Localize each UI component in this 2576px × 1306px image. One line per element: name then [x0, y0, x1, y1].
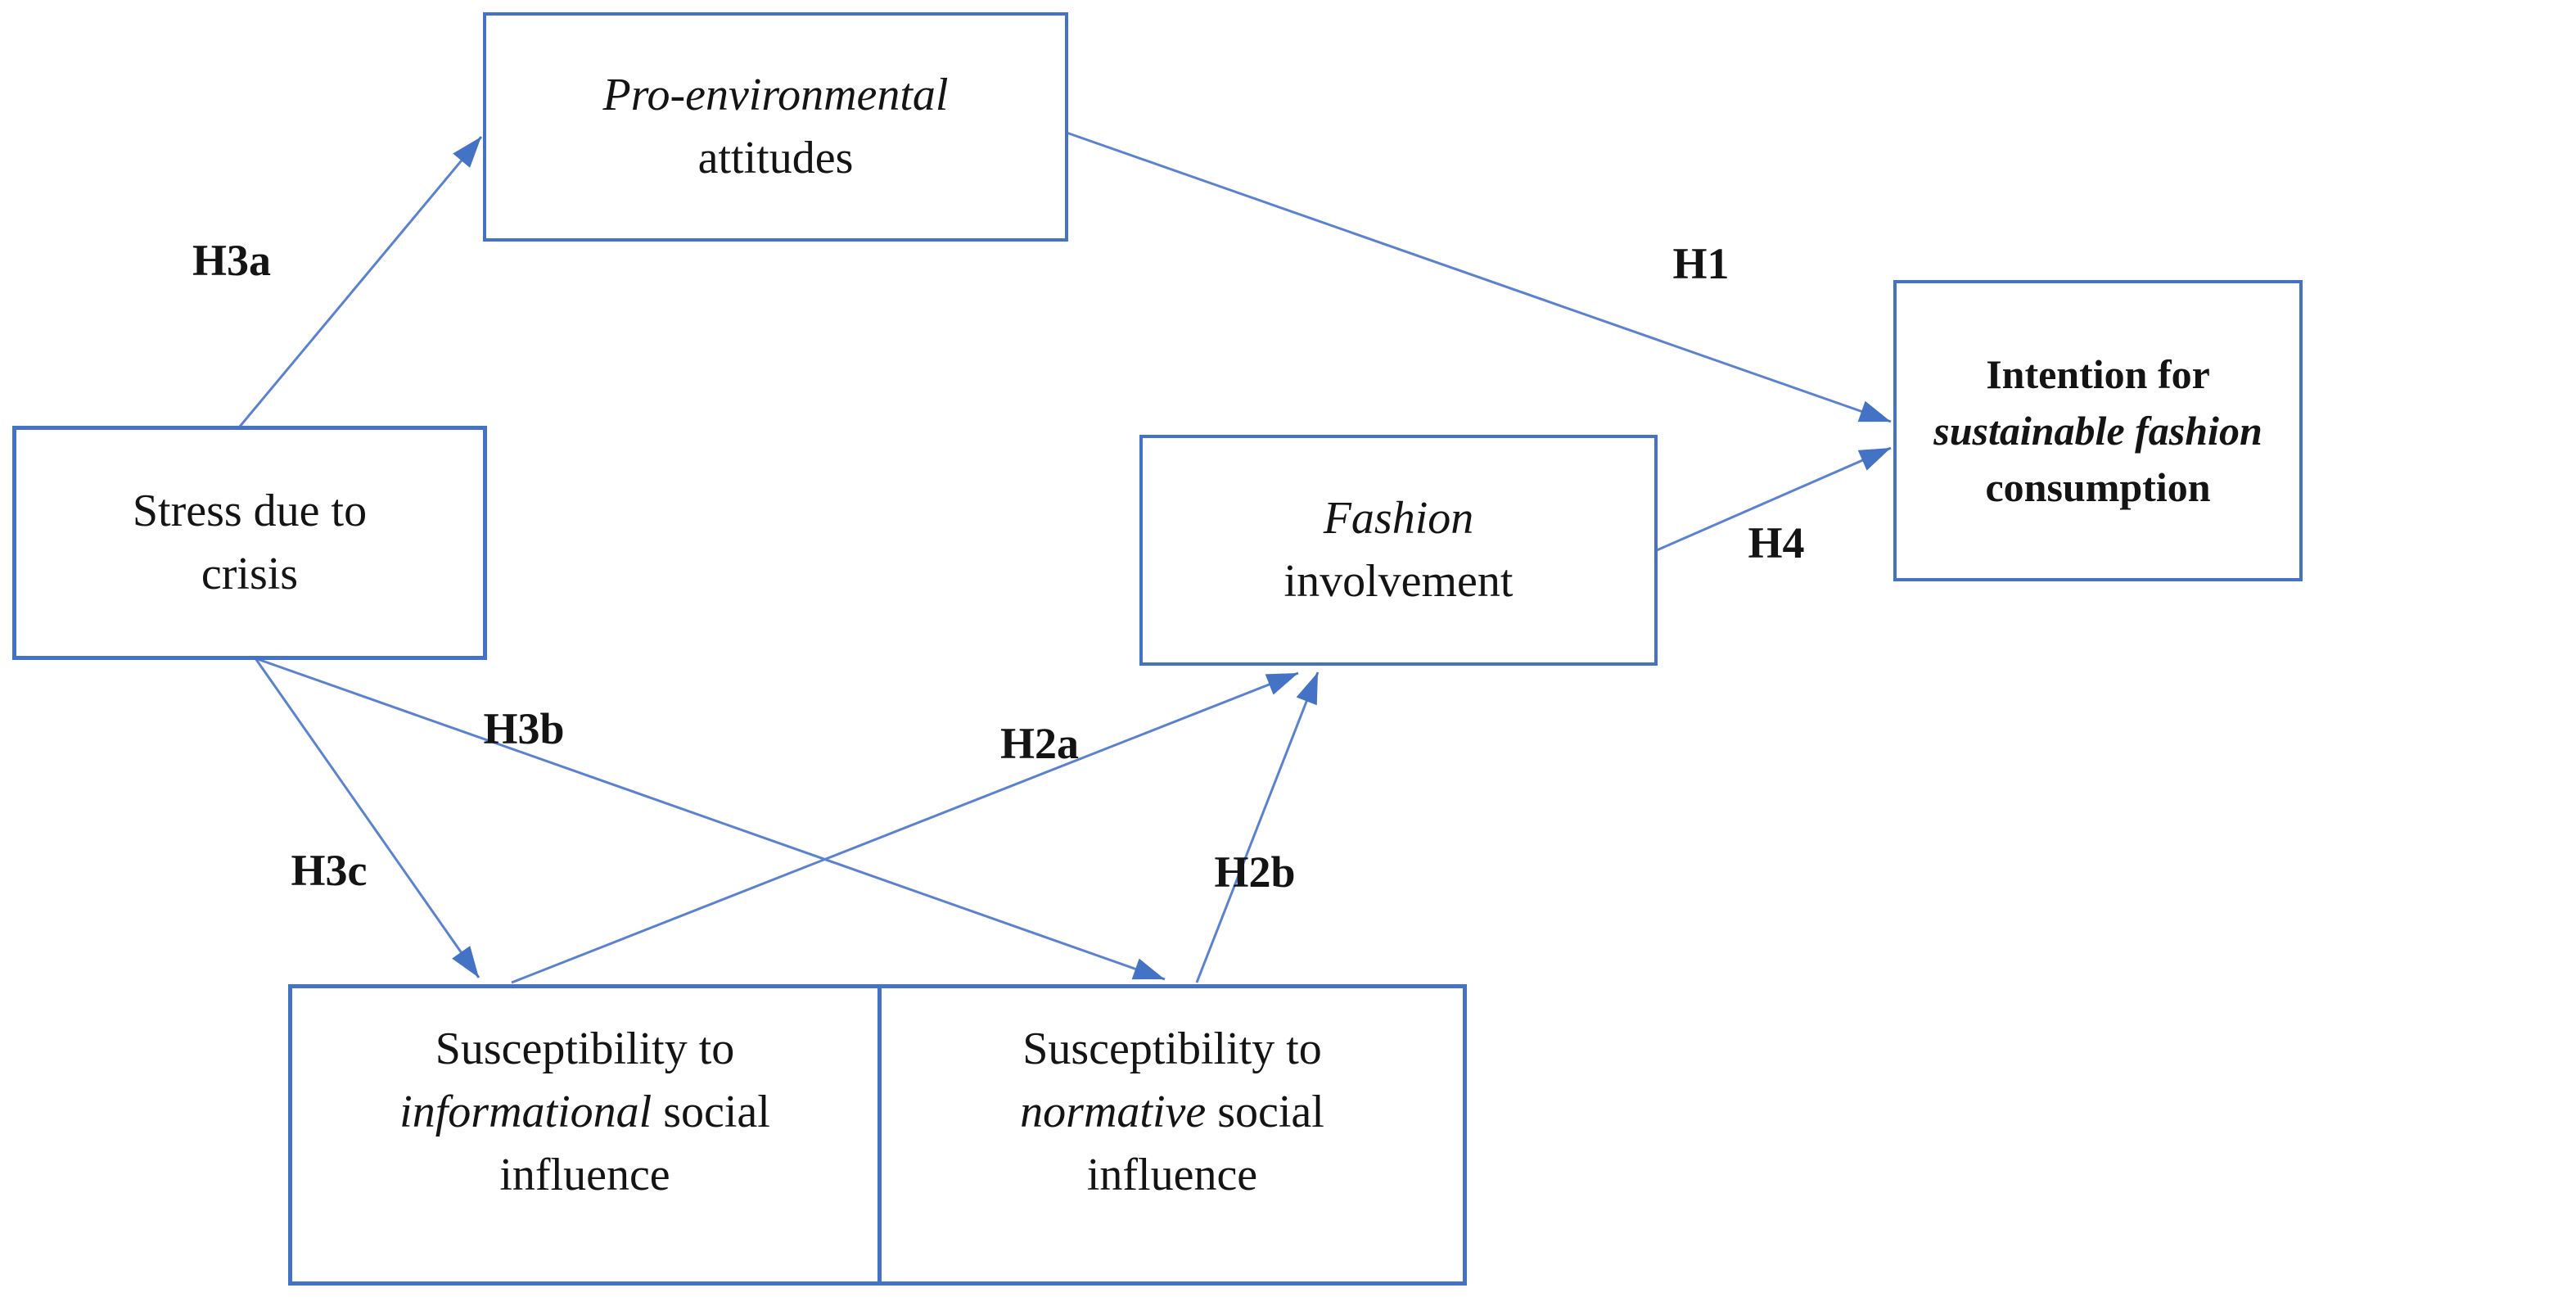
node-text: Fashion	[1323, 492, 1474, 544]
edge-h2a-arrowhead	[1265, 673, 1298, 695]
node-text: attitudes	[697, 133, 854, 183]
node-text-line: involvement	[1284, 550, 1514, 613]
node-text: normative	[1020, 1086, 1207, 1137]
node-text: Pro-environmental	[602, 69, 949, 120]
node-text-line: consumption	[1985, 459, 2210, 516]
edge-label-h3c: H3c	[291, 846, 368, 895]
edge-h4-line	[1656, 446, 1892, 552]
node-stress-due-to-crisis: Stress due to crisis	[12, 426, 487, 660]
node-susceptibility-normative-social-influence: Susceptibility to normative social influ…	[882, 984, 1467, 1286]
edge-h2a-line	[511, 671, 1299, 984]
node-text-line: Pro-environmental	[603, 64, 949, 127]
edge-label-h1: H1	[1672, 239, 1730, 288]
node-text-line: Intention for	[1986, 346, 2210, 403]
node-text: involvement	[1283, 556, 1514, 607]
node-text: sustainable fashion	[1933, 407, 2262, 454]
node-text-line: Stress due to	[133, 480, 367, 543]
edge-h1-arrowhead	[1857, 400, 1891, 423]
node-text: social	[652, 1086, 770, 1137]
edge-h2b-line	[1195, 671, 1320, 983]
edge-label-h3b: H3b	[483, 704, 565, 753]
node-text: Susceptibility to	[1022, 1023, 1322, 1074]
node-text: Stress due to	[132, 485, 368, 536]
node-text: influence	[1086, 1150, 1258, 1201]
edge-label-h3a: H3a	[192, 236, 272, 285]
edge-label-h2a: H2a	[999, 719, 1080, 768]
node-intention-sustainable-fashion-consumption: Intention for sustainable fashion consum…	[1893, 280, 2303, 581]
node-text-line: Fashion	[1324, 487, 1474, 550]
node-text: consumption	[1985, 463, 2211, 510]
node-susceptibility-informational-social-influence: Susceptibility to informational social i…	[288, 984, 882, 1286]
edge-h3a-arrowhead	[453, 137, 481, 168]
node-pro-environmental-attitudes: Pro-environmental attitudes	[483, 12, 1068, 242]
node-text-line: sustainable fashion	[1933, 403, 2262, 459]
node-text: influence	[499, 1150, 670, 1201]
node-text-line: crisis	[201, 543, 298, 606]
node-text-line: influence	[1087, 1144, 1257, 1207]
node-fashion-involvement: Fashion involvement	[1139, 435, 1658, 666]
node-text-line: Susceptibility to	[435, 1018, 735, 1081]
edge-h3a-line	[237, 136, 483, 428]
node-text: crisis	[201, 549, 299, 599]
edge-h3c-line	[254, 658, 480, 978]
node-text: informational	[399, 1086, 652, 1137]
edge-h1-line	[1066, 131, 1892, 423]
node-text-line: influence	[499, 1144, 670, 1207]
edge-h2b-arrowhead	[1296, 672, 1318, 706]
node-text-line: normative social	[1020, 1081, 1324, 1144]
node-text-line: Susceptibility to	[1022, 1018, 1322, 1081]
node-text-line: informational social	[399, 1081, 770, 1144]
node-text: Intention for	[1986, 350, 2210, 397]
node-text: Susceptibility to	[435, 1023, 735, 1074]
node-text: social	[1206, 1086, 1324, 1137]
node-text-line: attitudes	[698, 127, 854, 190]
edge-h4-arrowhead	[1857, 448, 1891, 471]
edge-h3b-line	[255, 657, 1166, 981]
edge-h3b-arrowhead	[1131, 958, 1165, 980]
edge-label-h2b: H2b	[1214, 847, 1296, 897]
edge-h3c-arrowhead	[452, 946, 479, 978]
edge-label-h4: H4	[1748, 518, 1805, 567]
